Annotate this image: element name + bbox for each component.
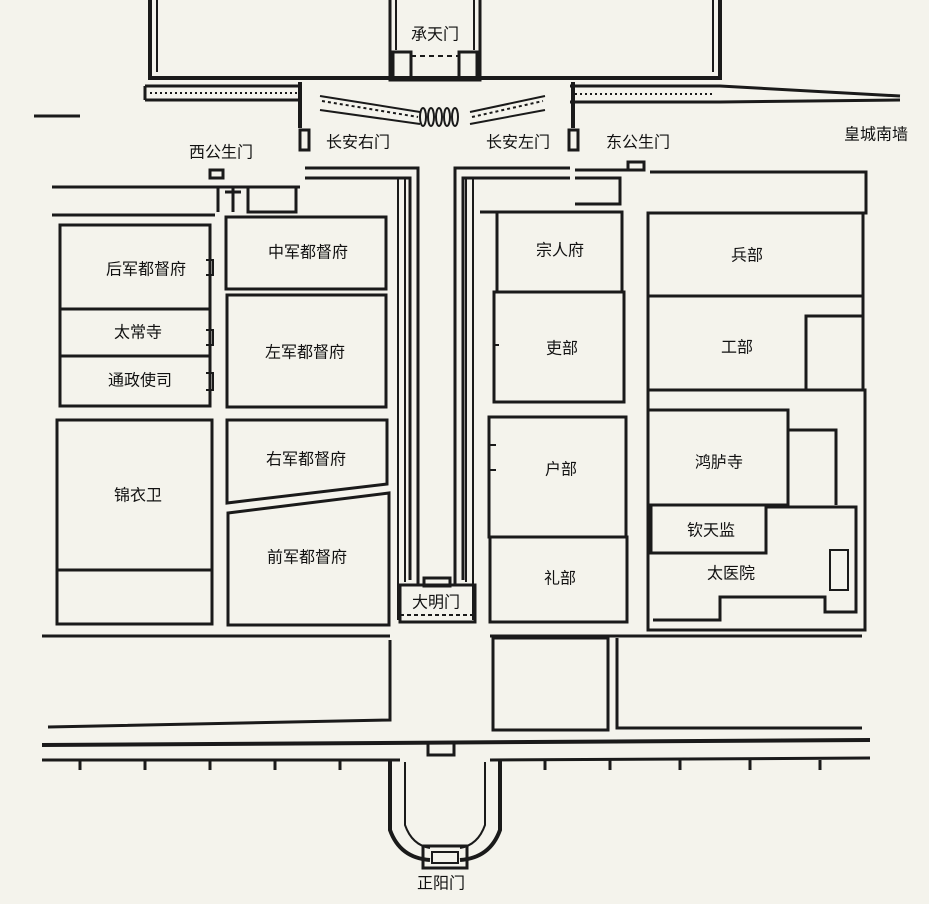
label-honglusi: 鸿胪寺 bbox=[695, 453, 743, 472]
label-taichangsi: 太常寺 bbox=[114, 323, 162, 342]
label-qianjun-dudufu: 前军都督府 bbox=[267, 548, 347, 567]
south-area bbox=[41, 634, 871, 870]
label-imperial-south-wall: 皇城南墙 bbox=[844, 125, 908, 144]
west-block bbox=[52, 168, 391, 627]
chengtianmen-courtyard bbox=[148, 0, 722, 82]
label-damingmen: 大明门 bbox=[412, 593, 460, 612]
imperial-south-wall bbox=[34, 82, 901, 152]
central-corridor bbox=[305, 166, 570, 624]
label-east-gongsheng-gate: 东公生门 bbox=[606, 133, 670, 152]
label-zhongjun-dudufu: 中军都督府 bbox=[268, 243, 348, 262]
label-hubu: 户部 bbox=[545, 460, 577, 479]
label-zongrenfu: 宗人府 bbox=[536, 241, 584, 260]
label-gongbu: 工部 bbox=[721, 338, 753, 357]
label-libu-rites: 礼部 bbox=[544, 569, 576, 588]
label-jinyiwei: 锦衣卫 bbox=[114, 486, 162, 505]
label-changan-left-gate: 长安左门 bbox=[486, 133, 550, 152]
label-west-gongsheng-gate: 西公生门 bbox=[189, 143, 253, 162]
label-zhengyangmen: 正阳门 bbox=[417, 874, 465, 893]
label-zuojun-dudufu: 左军都督府 bbox=[265, 343, 345, 362]
label-youjun-dudufu: 右军都督府 bbox=[266, 450, 346, 469]
east-block bbox=[480, 160, 868, 632]
label-tongzheng-shisi: 通政使司 bbox=[108, 371, 172, 390]
label-changan-right-gate: 长安右门 bbox=[326, 133, 390, 152]
label-houjun-dudufu: 后军都督府 bbox=[106, 260, 186, 279]
label-qintianjian: 钦天监 bbox=[687, 521, 735, 540]
label-chengtianmen: 承天门 bbox=[411, 25, 459, 44]
label-libu-personnel: 吏部 bbox=[546, 339, 578, 358]
label-bingbu: 兵部 bbox=[731, 246, 763, 265]
label-taiyiyuan: 太医院 bbox=[707, 564, 755, 583]
